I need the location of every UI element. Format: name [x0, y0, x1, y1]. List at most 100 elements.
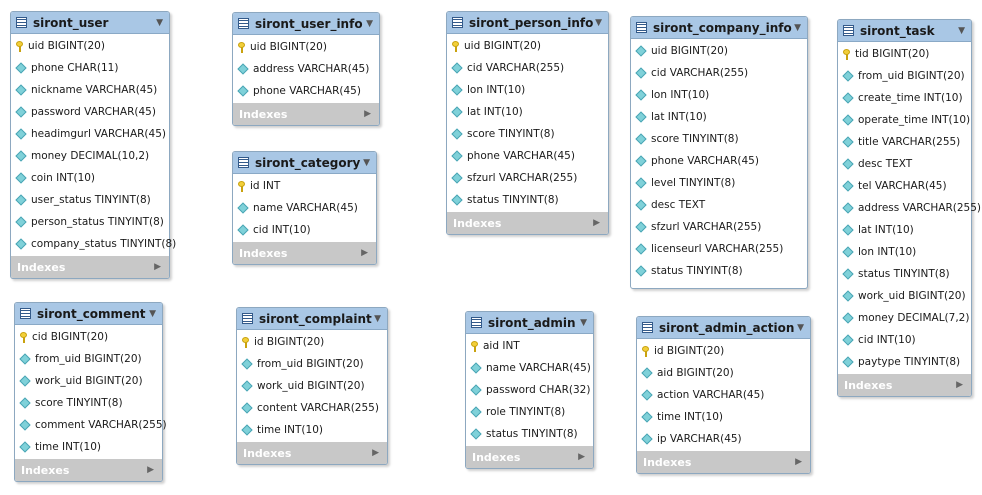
- column-row[interactable]: aid BIGINT(20): [637, 362, 810, 384]
- expand-arrow-icon[interactable]: ▶: [147, 465, 154, 475]
- column-row[interactable]: person_status TINYINT(8): [11, 211, 169, 233]
- column-row[interactable]: password CHAR(32): [466, 379, 593, 401]
- expand-arrow-icon[interactable]: ▶: [372, 448, 379, 458]
- column-row[interactable]: company_status TINYINT(8): [11, 233, 176, 255]
- table-header[interactable]: siront_company_info▼: [631, 17, 807, 39]
- indexes-section[interactable]: Indexes▶: [11, 256, 169, 278]
- column-row[interactable]: phone CHAR(11): [11, 57, 169, 79]
- column-row[interactable]: level TINYINT(8): [631, 172, 807, 194]
- column-row[interactable]: action VARCHAR(45): [637, 384, 810, 406]
- table-siront-comment[interactable]: siront_comment▼cid BIGINT(20)from_uid BI…: [14, 302, 167, 482]
- column-row[interactable]: time INT(10): [237, 419, 387, 441]
- column-row[interactable]: lon INT(10): [838, 241, 971, 263]
- column-row[interactable]: status TINYINT(8): [447, 189, 608, 211]
- table-siront-user[interactable]: siront_user▼uid BIGINT(20)phone CHAR(11)…: [10, 11, 176, 279]
- indexes-section[interactable]: Indexes▶: [233, 103, 379, 125]
- column-row[interactable]: score TINYINT(8): [631, 128, 807, 150]
- column-row[interactable]: title VARCHAR(255): [838, 131, 971, 153]
- column-row[interactable]: headimgurl VARCHAR(45): [11, 123, 169, 145]
- column-row[interactable]: cid VARCHAR(255): [631, 62, 807, 84]
- column-row[interactable]: work_uid BIGINT(20): [15, 370, 162, 392]
- collapse-arrow-icon[interactable]: ▼: [156, 17, 163, 28]
- column-row[interactable]: coin INT(10): [11, 167, 169, 189]
- column-row[interactable]: tid BIGINT(20): [838, 43, 971, 65]
- column-row[interactable]: from_uid BIGINT(20): [15, 348, 162, 370]
- column-row[interactable]: licenseurl VARCHAR(255): [631, 238, 807, 260]
- column-row[interactable]: id BIGINT(20): [637, 340, 810, 362]
- column-row[interactable]: lat INT(10): [838, 219, 971, 241]
- table-header[interactable]: siront_admin▼: [466, 312, 593, 334]
- expand-arrow-icon[interactable]: ▶: [593, 218, 600, 228]
- column-row[interactable]: score TINYINT(8): [15, 392, 162, 414]
- column-row[interactable]: sfzurl VARCHAR(255): [631, 216, 807, 238]
- table-header[interactable]: siront_user▼: [11, 12, 169, 34]
- expand-arrow-icon[interactable]: ▶: [956, 380, 963, 390]
- expand-arrow-icon[interactable]: ▶: [795, 457, 802, 467]
- indexes-section[interactable]: Indexes▶: [233, 242, 376, 264]
- column-row[interactable]: desc TEXT: [631, 194, 807, 216]
- expand-arrow-icon[interactable]: ▶: [578, 452, 585, 462]
- indexes-section[interactable]: Indexes▶: [466, 446, 593, 468]
- table-header[interactable]: siront_admin_action▼: [637, 317, 810, 339]
- table-siront-person-info[interactable]: siront_person_info▼uid BIGINT(20)cid VAR…: [446, 11, 609, 235]
- column-row[interactable]: desc TEXT: [838, 153, 971, 175]
- column-row[interactable]: work_uid BIGINT(20): [237, 375, 387, 397]
- column-row[interactable]: user_status TINYINT(8): [11, 189, 169, 211]
- table-siront-user-info[interactable]: siront_user_info▼uid BIGINT(20)address V…: [232, 12, 380, 126]
- column-row[interactable]: phone VARCHAR(45): [631, 150, 807, 172]
- column-row[interactable]: work_uid BIGINT(20): [838, 285, 971, 307]
- column-row[interactable]: status TINYINT(8): [466, 423, 593, 445]
- collapse-arrow-icon[interactable]: ▼: [149, 308, 156, 319]
- collapse-arrow-icon[interactable]: ▼: [595, 17, 602, 28]
- column-row[interactable]: id BIGINT(20): [237, 331, 387, 353]
- column-row[interactable]: uid BIGINT(20): [447, 35, 608, 57]
- column-row[interactable]: tel VARCHAR(45): [838, 175, 971, 197]
- column-row[interactable]: id INT: [233, 175, 376, 197]
- indexes-section[interactable]: Indexes▶: [447, 212, 608, 234]
- column-row[interactable]: phone VARCHAR(45): [447, 145, 608, 167]
- table-header[interactable]: siront_complaint▼: [237, 308, 387, 330]
- column-row[interactable]: status TINYINT(8): [631, 260, 807, 282]
- column-row[interactable]: paytype TINYINT(8): [838, 351, 971, 373]
- column-row[interactable]: address VARCHAR(45): [233, 58, 379, 80]
- column-row[interactable]: uid BIGINT(20): [631, 40, 807, 62]
- column-row[interactable]: cid INT(10): [233, 219, 376, 241]
- table-header[interactable]: siront_person_info▼: [447, 12, 608, 34]
- table-header[interactable]: siront_category▼: [233, 152, 376, 174]
- collapse-arrow-icon[interactable]: ▼: [366, 18, 373, 29]
- column-row[interactable]: cid INT(10): [838, 329, 971, 351]
- indexes-section[interactable]: Indexes▶: [237, 442, 387, 464]
- column-row[interactable]: from_uid BIGINT(20): [237, 353, 387, 375]
- table-siront-task[interactable]: siront_task▼tid BIGINT(20)from_uid BIGIN…: [837, 19, 981, 397]
- table-header[interactable]: siront_user_info▼: [233, 13, 379, 35]
- column-row[interactable]: address VARCHAR(255): [838, 197, 981, 219]
- column-row[interactable]: password VARCHAR(45): [11, 101, 169, 123]
- column-row[interactable]: cid BIGINT(20): [15, 326, 162, 348]
- table-header[interactable]: siront_comment▼: [15, 303, 162, 325]
- expand-arrow-icon[interactable]: ▶: [154, 262, 161, 272]
- column-row[interactable]: status TINYINT(8): [838, 263, 971, 285]
- column-row[interactable]: name VARCHAR(45): [466, 357, 593, 379]
- table-siront-admin-action[interactable]: siront_admin_action▼id BIGINT(20)aid BIG…: [636, 316, 811, 474]
- column-row[interactable]: comment VARCHAR(255): [15, 414, 167, 436]
- column-row[interactable]: time INT(10): [15, 436, 162, 458]
- column-row[interactable]: nickname VARCHAR(45): [11, 79, 169, 101]
- column-row[interactable]: phone VARCHAR(45): [233, 80, 379, 102]
- column-row[interactable]: uid BIGINT(20): [11, 35, 169, 57]
- column-row[interactable]: money DECIMAL(7,2): [838, 307, 971, 329]
- indexes-section[interactable]: Indexes▶: [15, 459, 162, 481]
- column-row[interactable]: aid INT: [466, 335, 593, 357]
- table-siront-company-info[interactable]: siront_company_info▼uid BIGINT(20)cid VA…: [630, 16, 808, 289]
- column-row[interactable]: content VARCHAR(255): [237, 397, 387, 419]
- column-row[interactable]: operate_time INT(10): [838, 109, 971, 131]
- collapse-arrow-icon[interactable]: ▼: [580, 317, 587, 328]
- table-siront-complaint[interactable]: siront_complaint▼id BIGINT(20)from_uid B…: [236, 307, 388, 465]
- column-row[interactable]: lat INT(10): [447, 101, 608, 123]
- expand-arrow-icon[interactable]: ▶: [364, 109, 371, 119]
- column-row[interactable]: lat INT(10): [631, 106, 807, 128]
- collapse-arrow-icon[interactable]: ▼: [794, 22, 801, 33]
- column-row[interactable]: create_time INT(10): [838, 87, 971, 109]
- collapse-arrow-icon[interactable]: ▼: [363, 157, 370, 168]
